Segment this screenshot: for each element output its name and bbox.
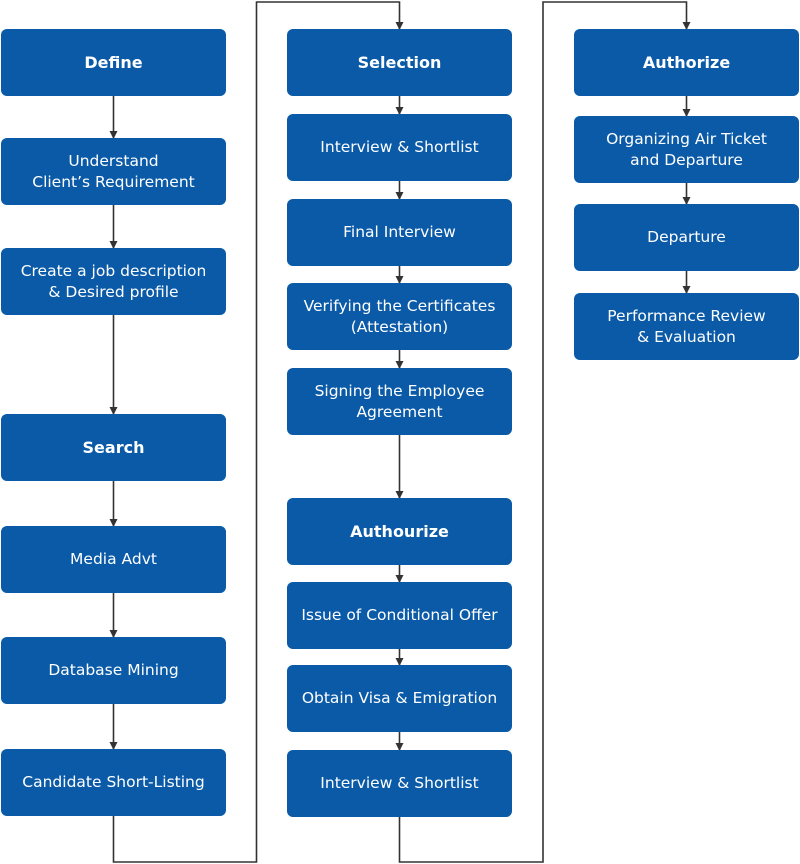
- box-performance-review: Performance Review & Evaluation: [574, 293, 799, 360]
- box-interview-shortlist: Interview & Shortlist: [287, 114, 512, 181]
- box-create-job-description: Create a job description & Desired profi…: [1, 248, 226, 315]
- box-final-interview: Final Interview: [287, 199, 512, 266]
- box-selection: Selection: [287, 29, 512, 96]
- box-authorize: Authorize: [574, 29, 799, 96]
- box-interview-shortlist-final: Interview & Shortlist: [287, 750, 512, 817]
- box-authourize: Authourize: [287, 498, 512, 565]
- box-candidate-short-listing: Candidate Short-Listing: [1, 749, 226, 816]
- box-organizing-air-ticket: Organizing Air Ticket and Departure: [574, 116, 799, 183]
- box-define: Define: [1, 29, 226, 96]
- box-departure: Departure: [574, 204, 799, 271]
- box-database-mining: Database Mining: [1, 637, 226, 704]
- box-obtain-visa-emigration: Obtain Visa & Emigration: [287, 665, 512, 732]
- box-search: Search: [1, 414, 226, 481]
- link-column-1-to-2: [112, 1, 404, 863]
- link-column-2-to-3: [398, 1, 691, 863]
- box-signing-employee-agreement: Signing the Employee Agreement: [287, 368, 512, 435]
- box-verifying-certificates: Verifying the Certificates (Attestation): [287, 283, 512, 350]
- box-media-advt: Media Advt: [1, 526, 226, 593]
- box-understand-client-requirement: Understand Client’s Requirement: [1, 138, 226, 205]
- box-issue-conditional-offer: Issue of Conditional Offer: [287, 582, 512, 649]
